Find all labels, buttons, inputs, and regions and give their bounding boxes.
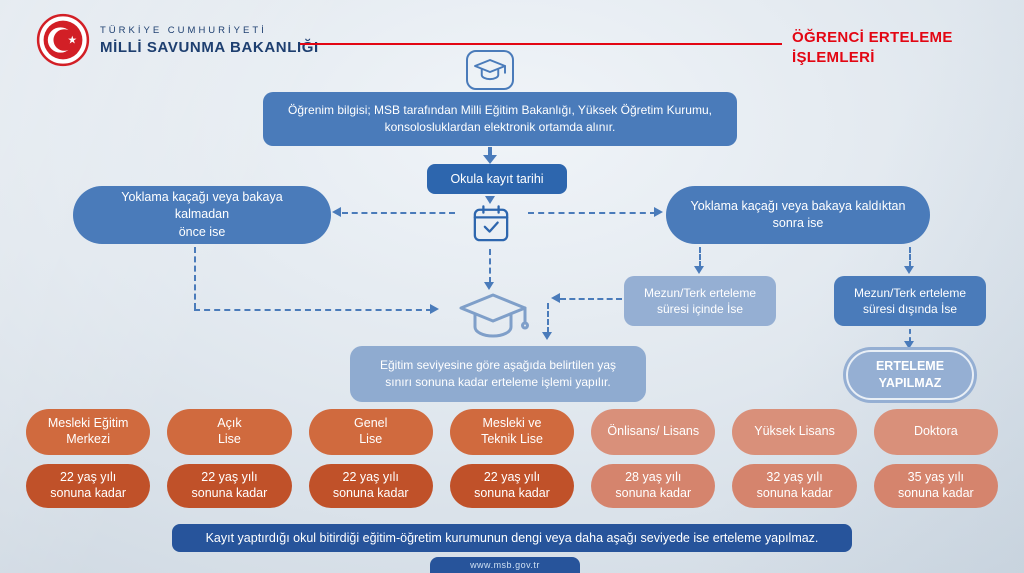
education-level-pill: Mesleki Eğitim Merkezi bbox=[26, 409, 151, 455]
arrowhead-down bbox=[904, 341, 914, 349]
age-limit-pill: 32 yaş yılı sonuna kadar bbox=[732, 464, 857, 508]
connector-dashed bbox=[560, 298, 622, 300]
ministry-name-block: TÜRKİYE CUMHURİYETİ MİLLİ SAVUNMA BAKANL… bbox=[100, 25, 319, 56]
within-period-box: Mezun/Terk erteleme süresi içinde İse bbox=[624, 276, 776, 326]
education-level-pill: Mesleki ve Teknik Lise bbox=[449, 409, 575, 455]
age-limit-pill: 35 yaş yılı sonuna kadar bbox=[873, 464, 998, 508]
connector-dashed bbox=[194, 309, 432, 311]
website-tab: www.msb.gov.tr bbox=[430, 557, 580, 573]
before-status-pill: Yoklama kaçağı veya bakaya kalmadan önce… bbox=[73, 186, 331, 244]
crescent-star-emblem-icon bbox=[36, 13, 90, 67]
msb-logo bbox=[36, 13, 90, 67]
connector-dashed bbox=[489, 249, 491, 283]
connector-dashed bbox=[547, 303, 549, 333]
age-limit-pill: 22 yaş yılı sonuna kadar bbox=[308, 464, 433, 508]
age-limit-pill: 28 yaş yılı sonuna kadar bbox=[591, 464, 716, 508]
connector-dashed bbox=[342, 212, 455, 214]
age-rule-box: Eğitim seviyesine göre aşağıda belirtile… bbox=[350, 346, 646, 402]
education-column: Mesleki ve Teknik Lise 22 yaş yılı sonun… bbox=[449, 409, 575, 508]
education-column: Genel Lise 22 yaş yılı sonuna kadar bbox=[308, 409, 433, 508]
connector-dashed bbox=[528, 212, 656, 214]
connector-dashed bbox=[699, 247, 701, 267]
connector-solid bbox=[488, 147, 492, 156]
graduation-cap-icon bbox=[455, 288, 531, 346]
education-column: Mesleki Eğitim Merkezi 22 yaş yılı sonun… bbox=[26, 409, 151, 508]
outside-period-box: Mezun/Terk erteleme süresi dışında İse bbox=[834, 276, 986, 326]
age-limit-pill: 22 yaş yılı sonuna kadar bbox=[167, 464, 292, 508]
header-divider-line bbox=[300, 43, 782, 45]
education-grid: Mesleki Eğitim Merkezi 22 yaş yılı sonun… bbox=[26, 409, 998, 508]
footer-note: Kayıt yaptırdığı okul bitirdiği eğitim-ö… bbox=[172, 524, 852, 552]
arrowhead-down bbox=[484, 282, 494, 290]
page-title: ÖĞRENCİ ERTELEME İŞLEMLERİ bbox=[792, 28, 1007, 67]
arrowhead-down bbox=[483, 155, 497, 164]
education-level-pill: Yüksek Lisans bbox=[732, 409, 857, 455]
no-deferment-pill: ERTELEME YAPILMAZ bbox=[846, 350, 974, 400]
arrowhead-down bbox=[694, 266, 704, 274]
education-level-pill: Önlisans/ Lisans bbox=[591, 409, 716, 455]
age-limit-pill: 22 yaş yılı sonuna kadar bbox=[449, 464, 575, 508]
connector-dashed bbox=[909, 329, 911, 342]
arrowhead-left bbox=[332, 207, 341, 217]
page-title-line2: İŞLEMLERİ bbox=[792, 48, 875, 66]
arrowhead-right bbox=[654, 207, 663, 217]
arrowhead-left bbox=[551, 293, 560, 303]
age-limit-pill: 22 yaş yılı sonuna kadar bbox=[26, 464, 151, 508]
arrowhead-down bbox=[485, 196, 495, 204]
arrowhead-down bbox=[904, 266, 914, 274]
education-column: Açık Lise 22 yaş yılı sonuna kadar bbox=[167, 409, 292, 508]
education-column: Yüksek Lisans 32 yaş yılı sonuna kadar bbox=[732, 409, 857, 508]
page-title-line1: ÖĞRENCİ ERTELEME bbox=[792, 29, 953, 46]
enrollment-date-box: Okula kayıt tarihi bbox=[427, 164, 567, 194]
connector-dashed bbox=[909, 247, 911, 267]
calendar-icon bbox=[471, 203, 511, 245]
education-level-pill: Açık Lise bbox=[167, 409, 292, 455]
info-box: Öğrenim bilgisi; MSB tarafından Milli Eğ… bbox=[263, 92, 737, 146]
education-level-pill: Doktora bbox=[873, 409, 998, 455]
republic-label: TÜRKİYE CUMHURİYETİ bbox=[100, 25, 267, 36]
education-column: Önlisans/ Lisans 28 yaş yılı sonuna kada… bbox=[591, 409, 716, 508]
arrowhead-right bbox=[430, 304, 439, 314]
ministry-label: MİLLİ SAVUNMA BAKANLIĞI bbox=[100, 39, 319, 56]
arrowhead-down bbox=[542, 332, 552, 340]
connector-dashed bbox=[194, 247, 196, 309]
graduation-cap-badge-icon bbox=[466, 50, 514, 90]
after-status-pill: Yoklama kaçağı veya bakaya kaldıktan son… bbox=[666, 186, 930, 244]
education-level-pill: Genel Lise bbox=[308, 409, 433, 455]
education-column: Doktora 35 yaş yılı sonuna kadar bbox=[873, 409, 998, 508]
